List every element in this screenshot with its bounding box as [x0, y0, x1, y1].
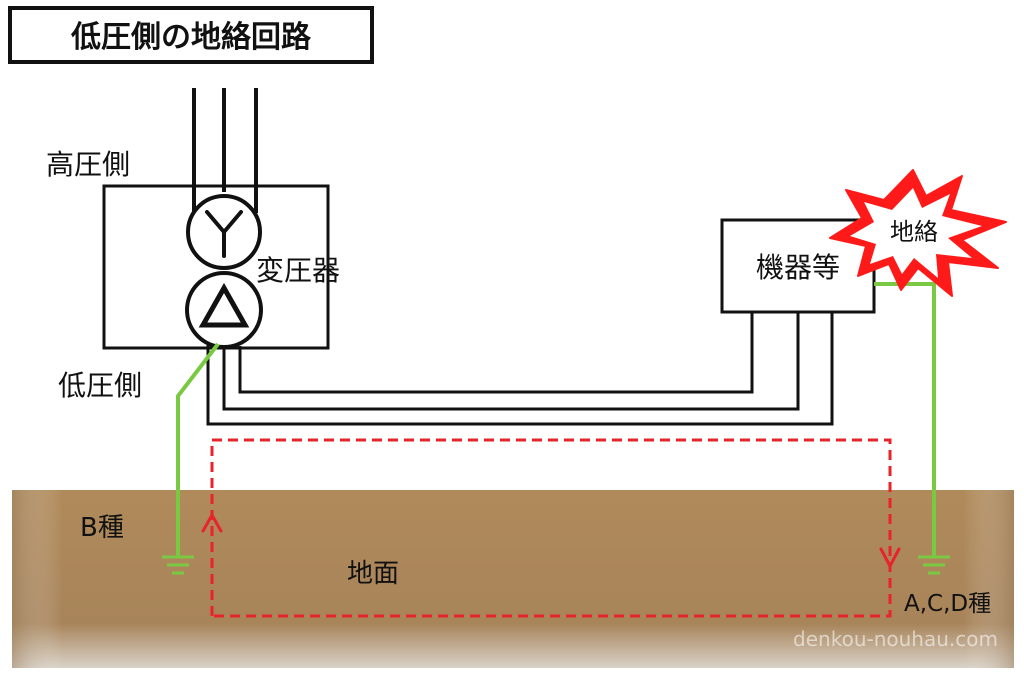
- low-voltage-wires: [206, 313, 834, 426]
- wye-symbol-icon: [186, 194, 262, 270]
- watermark: denkou-nouhau.com: [793, 627, 998, 651]
- fault-path-arrow-down: [879, 547, 901, 570]
- high-voltage-side-label: 高圧側: [46, 148, 130, 181]
- explosion-burst-icon: 地絡: [829, 169, 1007, 297]
- title-box: 低圧側の地絡回路: [8, 6, 374, 64]
- earth-wires: [176, 282, 936, 556]
- ground-symbol-icon-right: [918, 555, 950, 575]
- transformer-label: 変圧器: [256, 254, 340, 287]
- low-voltage-side-label: 低圧側: [58, 369, 142, 402]
- ground-symbol-icon: [162, 555, 194, 575]
- equipment-label: 機器等: [756, 251, 840, 284]
- fault-path-arrow-up: [201, 511, 223, 533]
- ground-fault-label: 地絡: [890, 218, 938, 246]
- fault-current-path: [210, 438, 892, 618]
- ground-surface-label: 地面: [347, 559, 399, 589]
- delta-symbol-icon: [185, 271, 263, 349]
- acd-type-ground-label: A,C,D種: [904, 591, 991, 617]
- high-voltage-lines: [192, 88, 258, 213]
- page-title: 低圧側の地絡回路: [70, 20, 312, 55]
- b-type-ground-label: B種: [80, 513, 124, 543]
